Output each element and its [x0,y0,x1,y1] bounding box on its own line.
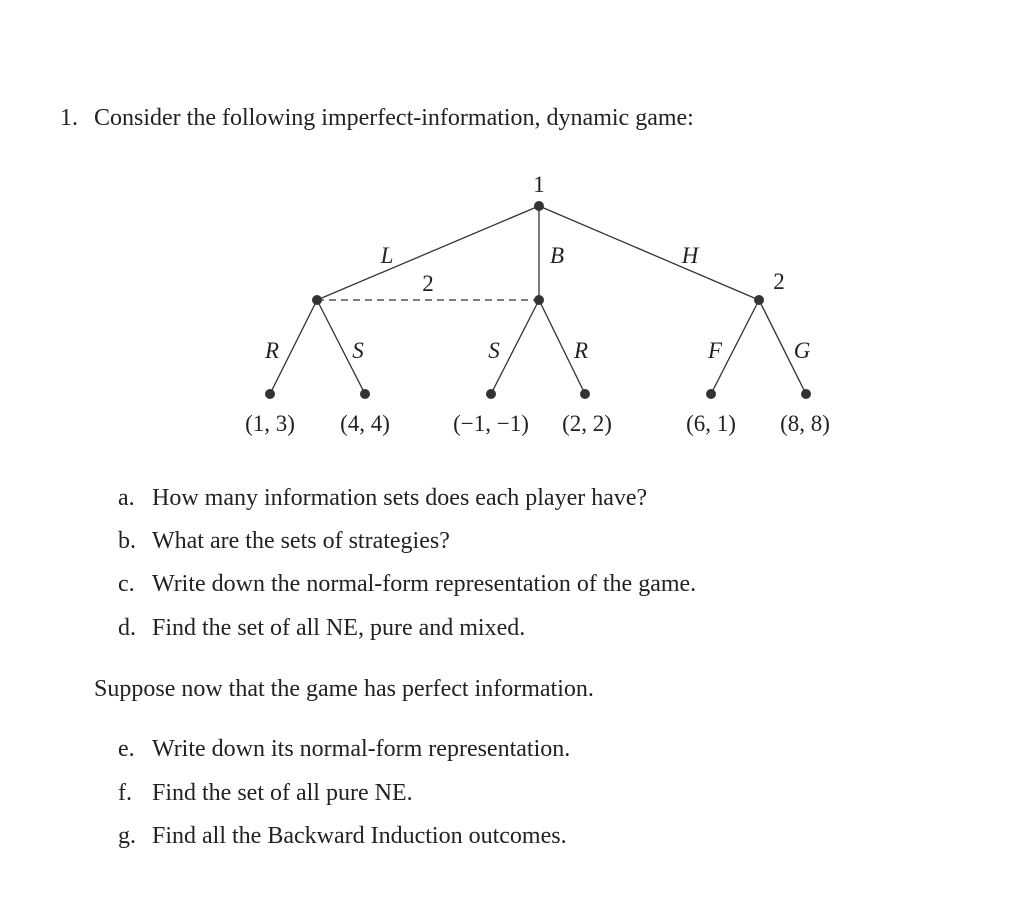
payoff-label: (4, 4) [340,411,390,436]
problem-statement: Consider the following imperfect-informa… [94,105,694,131]
action-label-mid-R: R [573,338,588,363]
payoff-label: (−1, −1) [453,411,529,436]
transition-text: Suppose now that the game has perfect in… [94,676,594,702]
action-label-left-R: R [264,338,279,363]
question-letter: e. [118,736,135,762]
payoff-label: (2, 2) [562,411,612,436]
question-letter: b. [118,528,136,554]
payoff-label: (6, 1) [686,411,736,436]
leaf-node [360,389,370,399]
action-label-L: L [380,243,394,268]
edge-right-G [758,299,807,395]
question-letter: d. [118,615,136,641]
info-set-player-label: 2 [422,271,434,296]
leaf-node [580,389,590,399]
root-node [534,201,544,211]
right-node-player-label: 2 [773,269,785,294]
action-label-left-S: S [352,338,364,363]
edge-right-F [710,299,760,395]
action-label-mid-S: S [488,338,500,363]
question-text: Find the set of all pure NE. [152,780,413,806]
node-left [312,295,322,305]
payoff-label: (1, 3) [245,411,295,436]
edge-mid-S [490,299,540,395]
leaf-node [265,389,275,399]
action-label-B: B [550,243,564,268]
leaf-node [486,389,496,399]
question-letter: c. [118,571,135,597]
question-letter: g. [118,823,136,849]
question-text: Write down its normal-form representatio… [152,736,571,762]
action-label-H: H [681,243,700,268]
question-text: What are the sets of strategies? [152,528,450,554]
node-middle [534,295,544,305]
question-text: Find all the Backward Induction outcomes… [152,823,567,849]
question-text: How many information sets does each play… [152,485,648,511]
problem-number: 1. [60,105,78,131]
payoff-label: (8, 8) [780,411,830,436]
question-letter: f. [118,780,132,806]
root-player-label: 1 [533,172,545,197]
leaf-node [706,389,716,399]
question-text: Write down the normal-form representatio… [152,571,697,597]
edge-mid-R [538,299,586,395]
leaf-node [801,389,811,399]
edge-left-S [316,299,366,395]
edge-L [316,205,540,301]
edge-left-R [269,299,318,395]
action-label-right-F: F [707,338,723,363]
edge-H [538,205,760,301]
question-text: Find the set of all NE, pure and mixed. [152,615,526,641]
node-right [754,295,764,305]
action-label-right-G: G [794,338,811,363]
question-letter: a. [118,485,135,511]
